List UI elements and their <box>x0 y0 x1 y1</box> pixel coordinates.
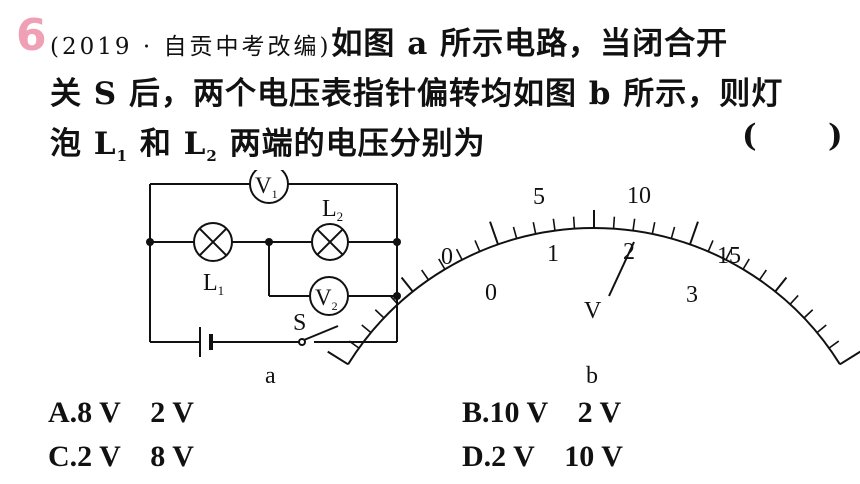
option-d: D.2 V 10 V <box>462 440 623 473</box>
dial-tick <box>803 309 814 319</box>
question-number: 6 <box>16 10 47 61</box>
outer-scale-10: 10 <box>627 183 651 209</box>
dial-tick <box>455 248 463 261</box>
label-switch: S <box>293 310 306 336</box>
dial-tick <box>552 218 556 231</box>
voltmeter-v2-symbol <box>309 276 349 316</box>
inner-scale-2: 2 <box>623 239 635 265</box>
dial-tick <box>758 269 768 281</box>
dial-tick <box>512 226 518 239</box>
dial-tick <box>651 222 656 235</box>
dial-tick <box>839 350 860 366</box>
label-v1: V1 <box>255 173 278 201</box>
inner-scale-3: 3 <box>686 282 698 308</box>
sub-1: 1 <box>116 147 129 166</box>
dial-tick <box>742 258 750 270</box>
dial-tick <box>572 216 576 229</box>
outer-scale-5: 5 <box>533 184 545 210</box>
outer-scale-15: 15 <box>717 243 741 269</box>
dial-tick <box>689 221 699 245</box>
sub-2: 2 <box>206 147 218 166</box>
dial-tick <box>400 276 414 293</box>
dial-tick <box>327 350 349 366</box>
dial-tick <box>489 221 499 245</box>
battery-symbol <box>199 327 213 357</box>
text-voltage: 两端的电压分别为 <box>217 126 486 162</box>
label-v2: V2 <box>315 285 338 313</box>
dial-tick <box>670 226 676 239</box>
answer-paren-close: ) <box>828 118 843 154</box>
dial-tick <box>420 269 430 281</box>
dial-tick <box>438 258 446 270</box>
dial-tick <box>816 324 827 334</box>
dial-arc <box>347 226 841 365</box>
outer-scale-0: 0 <box>441 244 453 270</box>
voltmeter-dial <box>327 210 860 366</box>
junction-dots <box>146 238 401 300</box>
dial-tick <box>789 294 799 305</box>
caption-b: b <box>586 363 598 389</box>
inner-scale-0: 0 <box>485 280 497 306</box>
circuit-diagram <box>149 183 398 343</box>
dial-tick <box>348 340 360 349</box>
option-b: B.10 V 2 V <box>462 396 622 429</box>
question-line-1: (2019 · 自贡中考改编)如图 a 所示电路，当闭合开 <box>50 18 728 63</box>
dial-tick <box>612 216 616 229</box>
pointer-label: V <box>584 298 602 324</box>
dial-pointer <box>608 241 635 297</box>
dial-tick <box>828 340 840 349</box>
question-line-3: 泡 L1 和 L2 两端的电压分别为 <box>50 118 486 165</box>
dial-tick <box>725 248 733 261</box>
dial-tick <box>774 276 788 293</box>
voltmeter-v1-symbol <box>249 170 289 204</box>
lamp-l1-symbol <box>193 222 233 262</box>
dial-tick <box>374 309 385 319</box>
label-l1: L1 <box>203 270 224 298</box>
dial-tick <box>632 218 636 231</box>
option-a: A.8 V 2 V <box>48 396 194 429</box>
answer-paren-open: ( <box>742 118 757 154</box>
option-c: C.2 V 8 V <box>48 440 194 473</box>
dial-tick <box>361 324 372 334</box>
inner-scale-1: 1 <box>547 241 559 267</box>
question-line-2: 关 S 后，两个电压表指针偏转均如图 b 所示，则灯 <box>50 76 784 112</box>
lamp-l2-symbol <box>311 223 349 261</box>
figure-area: V1 V2 L1 L2 S a 0 5 10 15 0 1 2 3 V b <box>146 170 860 389</box>
dial-tick <box>389 294 399 305</box>
question-source: (2019 · 自贡中考改编) <box>50 34 332 60</box>
question-text-1: 如图 a 所示电路，当闭合开 <box>331 26 729 62</box>
dial-tick <box>707 240 714 252</box>
label-l2: L2 <box>322 196 343 224</box>
caption-a: a <box>265 363 276 389</box>
text-and-lamp: 和 L <box>128 126 207 162</box>
dial-tick <box>474 240 481 252</box>
text-lamp: 泡 L <box>50 126 117 162</box>
switch-symbol <box>298 325 339 346</box>
dial-tick <box>532 222 537 235</box>
